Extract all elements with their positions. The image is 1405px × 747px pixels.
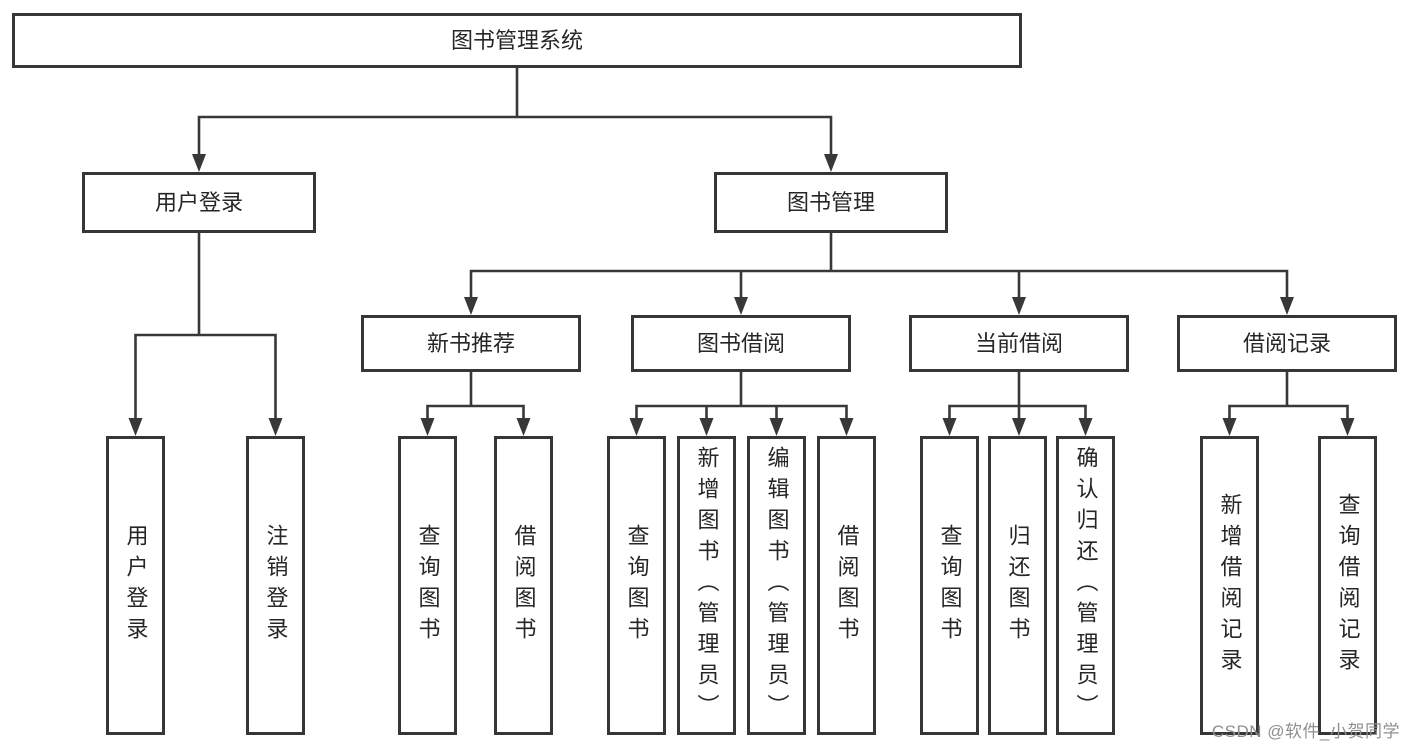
leaf-query-book-borrow: 查询图书 <box>607 436 666 735</box>
leaf-logout-label: 注销登录 <box>263 523 289 648</box>
leaf-edit-book-admin: 编辑图书（管理员） <box>747 436 806 735</box>
leaf-query-book-recommend-label: 查询图书 <box>415 523 441 648</box>
watermark: CSDN @软件_小贺同学 <box>1211 722 1400 741</box>
leaf-borrow-book-label: 借阅图书 <box>834 523 860 648</box>
leaf-query-book-borrow-label: 查询图书 <box>624 523 650 648</box>
leaf-query-book-recommend: 查询图书 <box>398 436 457 735</box>
leaf-edit-book-admin-label: 编辑图书（管理员） <box>764 446 790 725</box>
leaf-confirm-return-admin-label: 确认归还（管理员） <box>1073 446 1099 725</box>
leaf-add-book-admin-label: 新增图书（管理员） <box>694 446 720 725</box>
leaf-return-book: 归还图书 <box>988 436 1047 735</box>
leaf-query-borrow-record: 查询借阅记录 <box>1318 436 1377 735</box>
leaf-user-login-label: 用户登录 <box>123 523 149 648</box>
leaf-return-book-label: 归还图书 <box>1005 523 1031 648</box>
leaf-borrow-book-recommend: 借阅图书 <box>494 436 553 735</box>
leaf-query-book-current-label: 查询图书 <box>937 523 963 648</box>
leaf-user-login: 用户登录 <box>106 436 165 735</box>
leaf-query-book-current: 查询图书 <box>920 436 979 735</box>
node-current-borrow: 当前借阅 <box>909 315 1129 372</box>
node-user-login: 用户登录 <box>82 172 316 233</box>
node-borrow-records: 借阅记录 <box>1177 315 1397 372</box>
leaf-logout: 注销登录 <box>246 436 305 735</box>
leaf-borrow-book-recommend-label: 借阅图书 <box>511 523 537 648</box>
leaf-add-borrow-record: 新增借阅记录 <box>1200 436 1259 735</box>
node-book-borrow: 图书借阅 <box>631 315 851 372</box>
leaf-borrow-book: 借阅图书 <box>817 436 876 735</box>
leaf-add-book-admin: 新增图书（管理员） <box>677 436 736 735</box>
node-new-book-recommend: 新书推荐 <box>361 315 581 372</box>
node-library-system: 图书管理系统 <box>12 13 1022 68</box>
leaf-add-borrow-record-label: 新增借阅记录 <box>1217 492 1243 679</box>
leaf-query-borrow-record-label: 查询借阅记录 <box>1335 492 1361 679</box>
leaf-confirm-return-admin: 确认归还（管理员） <box>1056 436 1115 735</box>
node-book-management: 图书管理 <box>714 172 948 233</box>
